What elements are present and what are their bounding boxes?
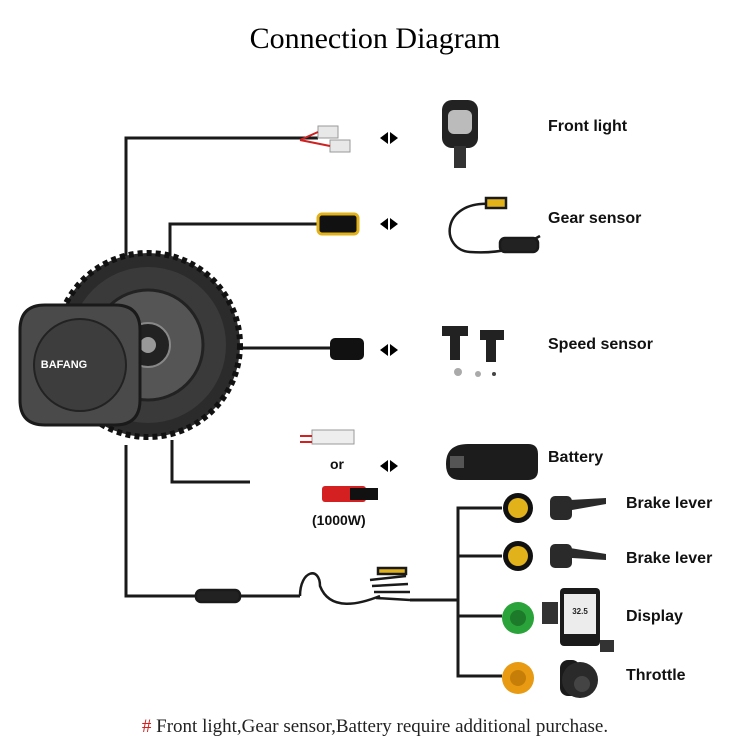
footnote: # Front light,Gear sensor,Battery requir…: [0, 716, 750, 738]
gear-sensor-connector: [316, 212, 360, 236]
battery-or-label: or: [330, 456, 344, 472]
display-reading: 32.5: [572, 607, 588, 616]
front-light-connector: [299, 125, 351, 153]
display-label: Display: [626, 608, 683, 625]
speed-sensor-label: Speed sensor: [548, 336, 653, 353]
throttle-connector: [502, 662, 534, 694]
footnote-symbol: #: [141, 716, 152, 737]
harness-cable: [124, 445, 300, 598]
front-light-cable: [124, 136, 318, 300]
mid-drive-motor: BAFANG: [18, 250, 243, 440]
gear-sensor-label: Gear sensor: [548, 210, 642, 227]
throttle-icon: [560, 660, 598, 698]
speed-sensor-connector: [330, 338, 364, 360]
battery-label: Battery: [548, 449, 604, 466]
brake-lever-1-icon: [550, 496, 606, 520]
arrows: [380, 132, 398, 472]
speed-sensor-icon: [442, 326, 504, 377]
brake-lever-2-icon: [550, 544, 606, 568]
brake-lever-1-connector: [503, 493, 533, 523]
brake-lever-1-label: Brake lever: [626, 495, 713, 512]
brake-lever-1-cable: [456, 506, 502, 600]
brake-lever-2-connector: [503, 541, 533, 571]
front-light-icon: [442, 100, 478, 168]
battery-cable: [170, 440, 250, 484]
battery-icon: [446, 444, 538, 480]
battery-connector: [300, 429, 378, 502]
brake-lever-2-label: Brake lever: [626, 550, 713, 567]
footnote-text: Front light,Gear sensor,Battery require …: [151, 716, 609, 737]
diagram-title: Connection Diagram: [249, 22, 501, 55]
throttle-label: Throttle: [626, 667, 686, 684]
display-connector: [502, 602, 534, 634]
gear-sensor-icon: [448, 196, 541, 254]
throttle-cable: [456, 600, 502, 678]
wiring-harness: [194, 566, 411, 605]
battery-1000w-label: (1000W): [312, 512, 366, 528]
motor-brand-logo: BAFANG: [41, 359, 87, 371]
front-light-label: Front light: [548, 118, 628, 135]
display-icon: 32.5: [542, 588, 614, 652]
